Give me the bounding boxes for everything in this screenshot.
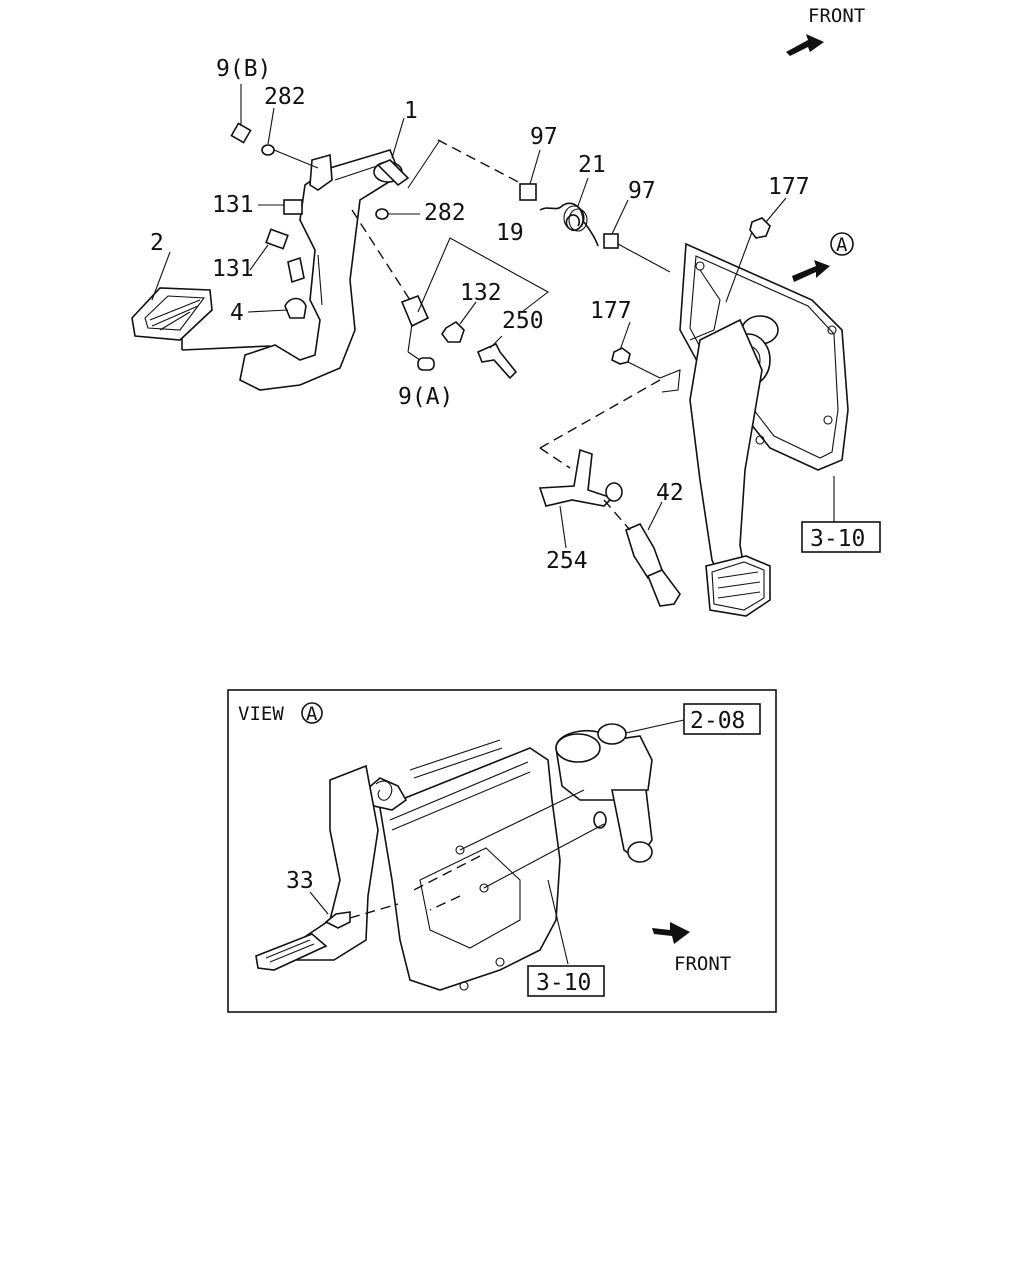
callout-177-top: 177 <box>768 174 810 200</box>
washer-282-top <box>261 144 275 156</box>
pedal-bracket-assembly <box>538 197 849 617</box>
bushing-97-left <box>519 183 537 201</box>
callout-282-top: 282 <box>264 84 306 110</box>
callout-282-mid: 282 <box>424 200 466 226</box>
callout-1: 1 <box>404 98 418 124</box>
return-spring-21 <box>539 202 599 247</box>
bushing-97-right <box>603 233 619 249</box>
pedal-pad-right <box>705 555 771 617</box>
nut-177-mid <box>611 347 631 365</box>
front-label-top: FRONT <box>808 5 865 27</box>
callout-9b: 9(B) <box>216 56 271 82</box>
ref-208-label: 2-08 <box>690 708 745 734</box>
front-indicator-top: FRONT <box>786 5 865 56</box>
view-a-marker-label: A <box>836 234 848 256</box>
view-a-marker: A <box>830 232 854 256</box>
bolt-33 <box>324 911 351 929</box>
callout-21: 21 <box>578 152 606 178</box>
view-a-inset: VIEW A 2-08 <box>227 689 777 1013</box>
callout-177-mid: 177 <box>590 298 632 324</box>
pedal-bracket-plate <box>379 747 561 991</box>
clip-131-top <box>283 199 303 215</box>
callout-2: 2 <box>150 230 164 256</box>
callout-33: 33 <box>286 868 314 894</box>
view-a-title: VIEW <box>238 703 284 725</box>
callout-250: 250 <box>502 308 544 334</box>
callout-4: 4 <box>230 300 244 326</box>
callout-9a: 9(A) <box>398 384 453 410</box>
switch-bracket-254 <box>538 448 614 507</box>
view-a-arrow-icon <box>792 260 830 282</box>
bolt-250 <box>476 342 518 380</box>
nut-9b <box>230 122 252 144</box>
clutch-pedal-arm <box>131 122 410 391</box>
spring-and-bushings <box>351 139 671 380</box>
ref-310-inset-label: 3-10 <box>536 970 591 996</box>
callout-97-left: 97 <box>530 124 558 150</box>
front-label-inset: FRONT <box>674 953 731 975</box>
ref-box-310-inset <box>527 965 605 997</box>
switch-42 <box>625 522 663 580</box>
callout-labels: 9(B) 282 1 97 21 97 177 131 282 19 2 A 1… <box>150 56 881 574</box>
bolt-19 <box>400 294 430 328</box>
callout-19: 19 <box>496 220 524 246</box>
callout-254: 254 <box>546 548 588 574</box>
leader-lines-left <box>151 84 420 351</box>
nut-132 <box>441 320 465 343</box>
clip-131-mid <box>265 228 289 250</box>
ref-310-main-label: 3-10 <box>810 526 865 552</box>
callout-42: 42 <box>656 480 684 506</box>
front-arrow-icon <box>786 34 824 56</box>
callout-97-right: 97 <box>628 178 656 204</box>
washer-282-mid <box>375 208 389 220</box>
callout-131-top: 131 <box>212 192 254 218</box>
ref-box-208 <box>683 703 761 735</box>
callout-132: 132 <box>460 280 502 306</box>
view-a-title-marker: A <box>306 703 318 725</box>
ref-box-310-main: 3-10 <box>801 521 881 553</box>
front-arrow-inset-icon <box>652 922 690 944</box>
nut-177-top <box>749 217 771 239</box>
inset-pedal-arm <box>267 764 379 961</box>
callout-131-mid: 131 <box>212 256 254 282</box>
pedal-pad-left <box>131 287 213 341</box>
nut-9a <box>417 357 435 371</box>
